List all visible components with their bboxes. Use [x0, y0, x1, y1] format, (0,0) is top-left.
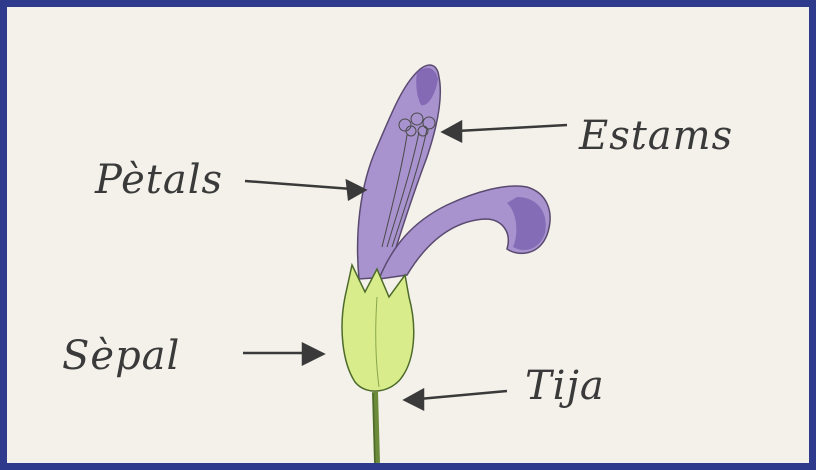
sepal: [342, 265, 414, 391]
sepal-arrow: [243, 344, 323, 364]
label-estams: Estams: [578, 113, 733, 159]
label-sepal: Sèpal: [62, 333, 180, 379]
flower-diagram: Pètals Estams Sèpal Tija: [7, 7, 809, 463]
label-tija: Tija: [525, 363, 605, 409]
petals-arrow: [245, 181, 365, 199]
estams-arrow: [443, 122, 567, 141]
tija-arrow: [405, 390, 507, 409]
label-petals: Pètals: [94, 157, 223, 203]
